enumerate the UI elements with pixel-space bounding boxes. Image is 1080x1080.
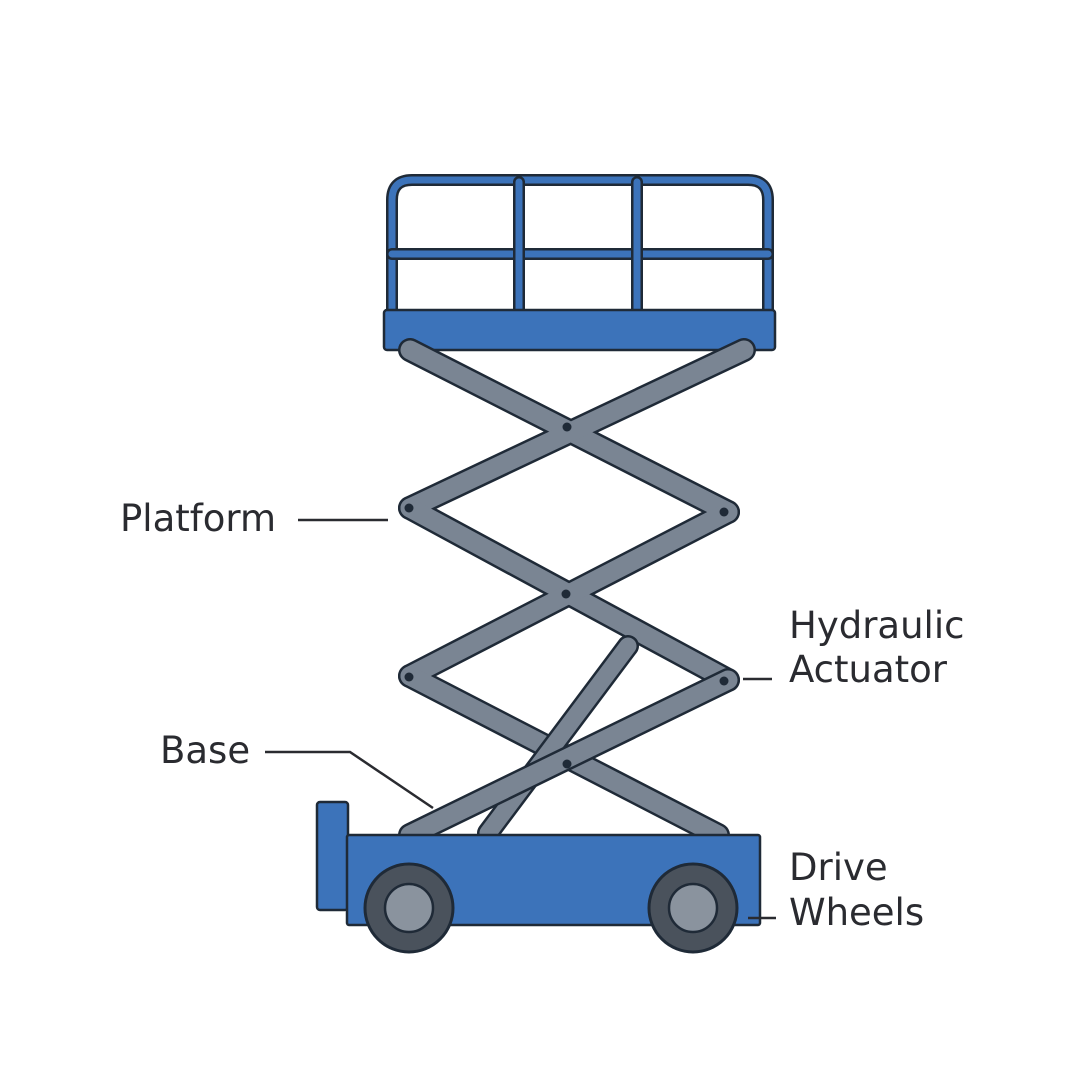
pivot-pin	[562, 759, 572, 769]
base-label: Base	[160, 729, 251, 772]
leader-lines	[265, 518, 776, 920]
pivot-pin	[562, 422, 572, 432]
hydraulic-actuator	[477, 635, 639, 844]
base-leader-line	[265, 750, 434, 810]
pivot-pin	[719, 676, 729, 686]
wheels-label-line-2: Wheels	[789, 891, 925, 934]
base-handle	[315, 800, 350, 912]
actuator-label-line-2: Actuator	[789, 648, 947, 691]
wheel-left	[363, 862, 455, 954]
platform-label: Platform	[120, 497, 277, 540]
pivot-pins	[404, 422, 729, 769]
actuator-label-line-1: Hydraulic	[789, 604, 965, 647]
pivot-pin	[404, 672, 414, 682]
wheel-right	[647, 862, 739, 954]
guard-rail	[386, 174, 774, 318]
pivot-pin	[561, 589, 571, 599]
pivot-pin	[719, 507, 729, 517]
platform-deck	[382, 308, 777, 352]
pivot-pin	[404, 503, 414, 513]
scissor-arms	[398, 338, 756, 847]
wheels-label-line-1: Drive	[789, 846, 888, 889]
